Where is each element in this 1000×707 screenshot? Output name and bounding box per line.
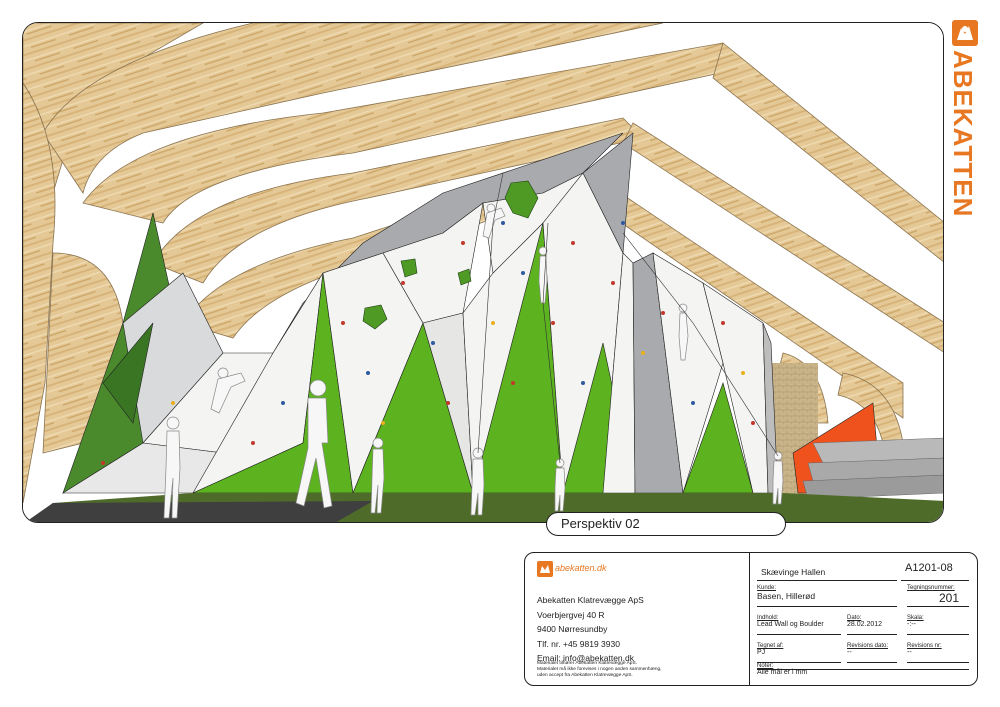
field-kunde: Kunde: Basen, Hillerød xyxy=(757,585,897,607)
field-revisions-dato: Revisions dato: -- xyxy=(847,643,897,663)
field-label: Tegnet af: xyxy=(757,643,784,649)
field-value: 28.02.2012 xyxy=(847,621,883,628)
logo-text: abekatten.dk xyxy=(555,563,607,573)
field-label: Tegningsnummer: xyxy=(907,585,955,591)
field-value: PJ xyxy=(757,649,766,656)
disclaimer-line: Materialet må ikke forevises i nogen and… xyxy=(537,667,662,673)
render-viewport xyxy=(22,22,944,523)
field-value: Alle mål er i mm xyxy=(757,669,808,676)
view-caption: Perspektiv 02 xyxy=(546,512,786,536)
title-block-logo: abekatten.dk xyxy=(537,561,607,577)
company-street: Voerbjergvej 40 R xyxy=(537,609,605,620)
drawing-id-underline xyxy=(901,580,969,581)
noter-underline xyxy=(757,669,969,670)
climbing-holds xyxy=(101,221,755,465)
field-label: Indhold: xyxy=(757,615,779,621)
company-city: 9400 Nørresundby xyxy=(537,624,608,634)
title-block: abekatten.dk Abekatten Klatrevægge ApS V… xyxy=(524,552,978,686)
field-dato: Dato: 28.02.2012 xyxy=(847,615,897,635)
project-name: Skævinge Hallen xyxy=(761,567,826,577)
company-name: Abekatten Klatrevægge ApS xyxy=(537,595,644,605)
field-noter: Noter: Alle mål er i mm xyxy=(757,663,969,681)
brand-wordmark: ABEKATTEN xyxy=(948,50,978,218)
field-label: Revisions nr: xyxy=(907,643,942,649)
drawing-number: 201 xyxy=(939,591,960,605)
field-label: Kunde: xyxy=(757,585,777,591)
disclaimer: Materialet tilhører Abekatten Klatrevægg… xyxy=(537,661,662,680)
field-value: Lead Wall og Boulder xyxy=(757,621,824,628)
project-underline xyxy=(757,580,897,581)
field-value: -- xyxy=(907,649,912,656)
field-skala: Skala: -:-- xyxy=(907,615,969,635)
field-value: Basen, Hillerød xyxy=(757,591,816,601)
field-label: Skala: xyxy=(907,615,924,621)
field-tegnet-af: Tegnet af: PJ xyxy=(757,643,841,663)
company-email: Email: info@abekatten.dk xyxy=(537,653,634,663)
field-indhold: Indhold: Lead Wall og Boulder xyxy=(757,615,841,635)
disclaimer-line: Materialet tilhører Abekatten Klatrevægg… xyxy=(537,661,637,666)
field-value: -- xyxy=(847,649,852,656)
monkey-logo-icon xyxy=(537,561,553,577)
disclaimer-line: uden accept fra Abekatten Klatrevægge Ap… xyxy=(537,673,633,679)
company-info: Abekatten Klatrevægge ApS Voerbjergvej 4… xyxy=(537,593,644,666)
ropes xyxy=(477,172,779,464)
drawing-id: A1201-08 xyxy=(905,562,953,574)
monkey-logo-icon xyxy=(952,20,978,46)
field-label: Revisions dato: xyxy=(847,643,889,649)
stairs xyxy=(792,402,943,500)
field-label: Dato: xyxy=(847,615,862,621)
field-tegningsnummer: Tegningsnummer: xyxy=(907,585,969,607)
wall-volumes xyxy=(362,180,539,330)
field-revisions-nr: Revisions nr: -- xyxy=(907,643,969,663)
brand-logo: ABEKATTEN xyxy=(948,20,978,250)
field-label: Noter: xyxy=(757,663,774,669)
field-value: -:-- xyxy=(907,621,916,628)
people-figures xyxy=(163,203,784,519)
climbing-hall-perspective xyxy=(23,23,943,522)
company-phone: Tlf. nr. +45 9819 3930 xyxy=(537,638,620,649)
title-block-divider xyxy=(749,553,750,685)
